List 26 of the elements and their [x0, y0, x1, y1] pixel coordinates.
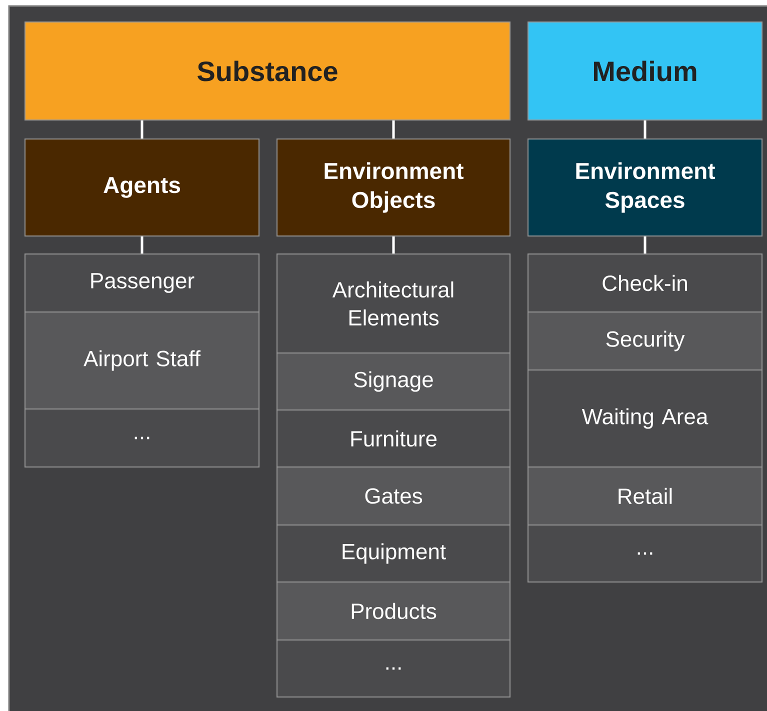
list-cell: Airport Staff [24, 312, 260, 410]
list-cell: Architectural Elements [276, 254, 510, 354]
list-cell: Furniture [276, 410, 510, 468]
category-box: Environment Objects [276, 138, 510, 236]
connector-line [392, 236, 395, 254]
list-cell: Products [276, 582, 510, 640]
list-cell: Security [528, 312, 763, 370]
connector-line [392, 120, 395, 138]
category-box: Agents [24, 138, 260, 236]
list-cell: Waiting Area [528, 370, 763, 468]
list-cell: ... [528, 524, 763, 582]
list-cell: Retail [528, 466, 763, 526]
list-cell: ... [24, 408, 260, 468]
connector-line [644, 120, 646, 138]
header-box: Medium [528, 22, 763, 120]
list-cell: Passenger [24, 254, 260, 312]
list-cell: Check-in [528, 254, 763, 312]
connector-line [140, 236, 144, 254]
connector-line [140, 120, 144, 138]
list-cell: Signage [276, 352, 510, 410]
category-box: Environment Spaces [528, 138, 763, 236]
connector-line [644, 236, 646, 254]
list-cell: Equipment [276, 524, 510, 582]
list-cell: Gates [276, 466, 510, 526]
header-box: Substance [24, 22, 510, 120]
list-cell: ... [276, 640, 510, 698]
